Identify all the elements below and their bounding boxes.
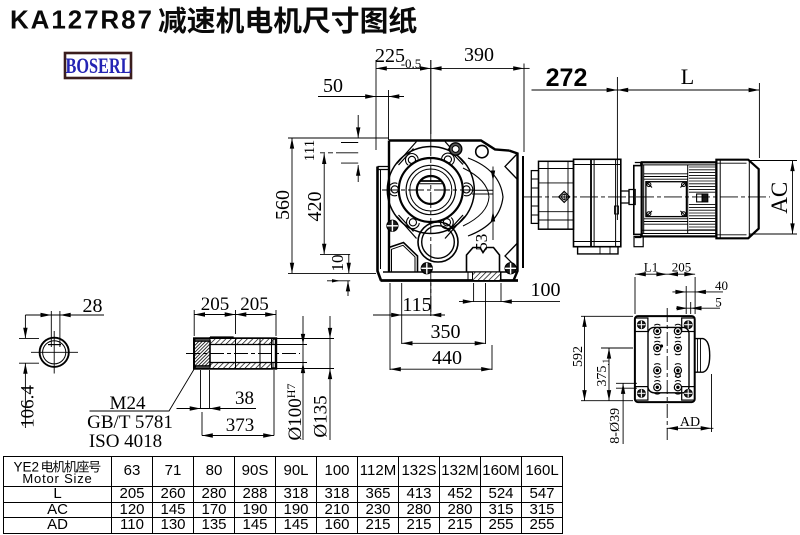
svg-text:592: 592	[571, 346, 586, 367]
svg-text:100: 100	[531, 279, 561, 301]
svg-text:375.1: 375.1	[595, 359, 611, 387]
svg-text:272: 272	[546, 64, 588, 92]
svg-text:Ø135: Ø135	[311, 395, 332, 437]
svg-text:L1: L1	[644, 260, 658, 275]
svg-text:38: 38	[235, 388, 254, 409]
svg-text:205: 205	[201, 294, 230, 315]
svg-text:5: 5	[715, 295, 722, 310]
svg-text:115: 115	[402, 294, 431, 316]
svg-text:ISO 4018: ISO 4018	[89, 431, 162, 452]
svg-text:106.4: 106.4	[18, 385, 39, 428]
svg-text:L: L	[681, 64, 694, 89]
svg-text:420: 420	[304, 192, 326, 222]
svg-text:AC: AC	[767, 182, 792, 214]
svg-text:350: 350	[431, 321, 461, 343]
svg-text:BOSERL: BOSERL	[65, 55, 131, 79]
svg-text:390: 390	[464, 44, 494, 66]
svg-text:8-Ø39: 8-Ø39	[608, 408, 623, 444]
svg-text:M24: M24	[110, 393, 146, 414]
svg-text:40: 40	[715, 278, 728, 293]
svg-text:KA127R87: KA127R87	[10, 5, 154, 35]
svg-text:205: 205	[240, 294, 269, 315]
svg-text:28: 28	[83, 295, 103, 317]
svg-text:560: 560	[272, 190, 294, 220]
svg-text:440: 440	[432, 347, 462, 369]
svg-text:GB/T 5781: GB/T 5781	[87, 412, 173, 433]
svg-text:225: 225	[375, 45, 405, 67]
svg-text:373: 373	[226, 415, 255, 436]
svg-text:AD: AD	[680, 415, 700, 430]
svg-text:53: 53	[472, 234, 491, 251]
svg-text:50: 50	[323, 75, 343, 97]
svg-text:-0.5: -0.5	[401, 56, 422, 71]
svg-text:205: 205	[672, 260, 692, 275]
svg-text:111: 111	[302, 140, 318, 161]
svg-text:10: 10	[328, 255, 347, 272]
